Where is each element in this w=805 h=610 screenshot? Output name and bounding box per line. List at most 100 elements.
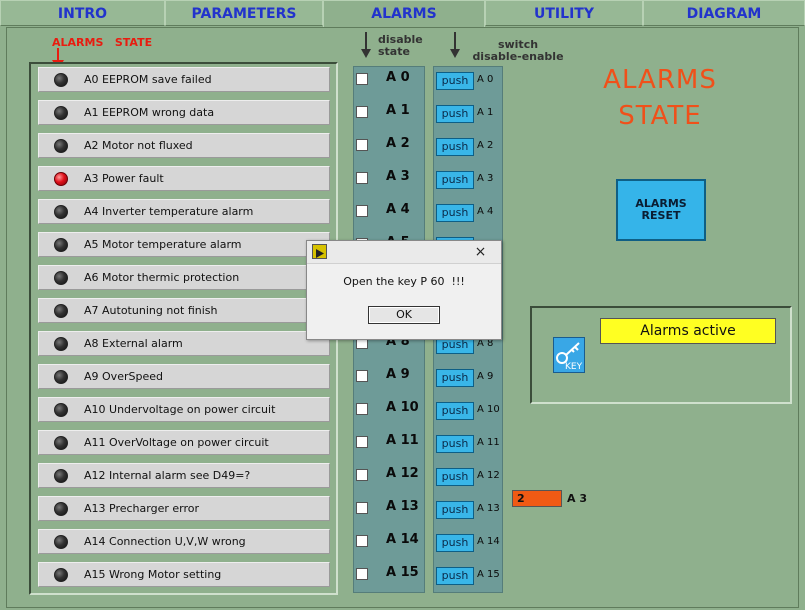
key-icon[interactable] <box>553 337 585 373</box>
disable-checkbox[interactable] <box>356 568 368 580</box>
switch-disable-enable-label: switch disable-enable <box>472 38 564 63</box>
alarm-led-icon <box>54 436 68 450</box>
tab-utility[interactable]: UTILITY <box>485 0 643 26</box>
alarm-label: A2 Motor not fluxed <box>84 139 193 152</box>
alarm-label: A5 Motor temperature alarm <box>84 238 242 251</box>
alarm-row: A11 OverVoltage on power circuit <box>38 430 330 455</box>
alarm-led-icon <box>54 469 68 483</box>
disable-state-label: A 11 <box>386 433 419 448</box>
tab-diagram[interactable]: DIAGRAM <box>643 0 805 26</box>
ok-button[interactable]: OK <box>368 306 440 324</box>
alarm-row: A15 Wrong Motor setting <box>38 562 330 587</box>
switch-label: A 0 <box>477 74 494 85</box>
switch-label: A 2 <box>477 140 494 151</box>
disable-state-row: A 14 <box>356 532 420 554</box>
alarm-label: A13 Precharger error <box>84 502 199 515</box>
dialog-titlebar: × <box>307 241 501 264</box>
disable-state-label: A 13 <box>386 499 419 514</box>
alarms-state-header: ALARMS STATE <box>52 36 153 49</box>
close-icon[interactable]: × <box>474 244 487 260</box>
disable-checkbox[interactable] <box>356 469 368 481</box>
disable-state-row: A 9 <box>356 367 420 389</box>
arrow-down-icon <box>454 32 456 50</box>
push-button[interactable]: push <box>436 204 474 222</box>
disable-state-row: A 12 <box>356 466 420 488</box>
disable-state-label: A 3 <box>386 169 410 184</box>
play-icon <box>316 249 324 258</box>
arrow-head-icon <box>450 49 460 58</box>
disable-state-row: A 13 <box>356 499 420 521</box>
disable-checkbox[interactable] <box>356 403 368 415</box>
alarm-led-icon <box>54 238 68 252</box>
key-icon-label: KEY <box>565 362 583 372</box>
disable-state-label: A 9 <box>386 367 410 382</box>
alarm-label: A9 OverSpeed <box>84 370 163 383</box>
disable-state-row: A 15 <box>356 565 420 587</box>
push-button[interactable]: push <box>436 369 474 387</box>
alarm-row: A8 External alarm <box>38 331 330 356</box>
push-button[interactable]: push <box>436 402 474 420</box>
disable-checkbox[interactable] <box>356 73 368 85</box>
tab-bar: INTRO PARAMETERS ALARMS UTILITY DIAGRAM <box>0 0 805 27</box>
dialog-message: Open the key P 60 !!! <box>343 275 465 288</box>
push-button[interactable]: push <box>436 72 474 90</box>
disable-checkbox[interactable] <box>356 106 368 118</box>
arrow-down-icon <box>365 32 367 50</box>
switch-label: A 12 <box>477 470 500 481</box>
push-button[interactable]: push <box>436 567 474 585</box>
disable-checkbox[interactable] <box>356 139 368 151</box>
alarm-label: A3 Power fault <box>84 172 164 185</box>
tab-alarms[interactable]: ALARMS <box>323 0 485 27</box>
switch-label: A 10 <box>477 404 500 415</box>
message-dialog: × Open the key P 60 !!! <box>306 240 502 340</box>
alarm-led-icon <box>54 535 68 549</box>
title-line-1: ALARMS <box>603 65 717 95</box>
switch-label: A 15 <box>477 569 500 580</box>
alarm-label: A14 Connection U,V,W wrong <box>84 535 246 548</box>
alarm-row: A1 EEPROM wrong data <box>38 100 330 125</box>
push-button[interactable]: push <box>436 501 474 519</box>
alarm-led-icon <box>54 139 68 153</box>
switch-label: A 14 <box>477 536 500 547</box>
alarm-row: A14 Connection U,V,W wrong <box>38 529 330 554</box>
tab-parameters[interactable]: PARAMETERS <box>165 0 323 26</box>
push-button[interactable]: push <box>436 435 474 453</box>
alarm-row: A12 Internal alarm see D49=? <box>38 463 330 488</box>
disable-state-label: A 15 <box>386 565 419 580</box>
reset-label-1: ALARMS <box>635 197 687 210</box>
alarms-reset-button[interactable]: ALARMS RESET <box>616 179 706 241</box>
disable-checkbox[interactable] <box>356 172 368 184</box>
page-title: ALARMS STATE <box>580 62 740 134</box>
alarm-led-icon <box>54 106 68 120</box>
alarm-label: A10 Undervoltage on power circuit <box>84 403 276 416</box>
disable-state-row: A 0 <box>356 70 420 92</box>
alarm-led-icon <box>54 568 68 582</box>
disable-checkbox[interactable] <box>356 436 368 448</box>
push-button[interactable]: push <box>436 138 474 156</box>
disable-checkbox[interactable] <box>356 370 368 382</box>
disable-state-row: A 10 <box>356 400 420 422</box>
alarm-label: A1 EEPROM wrong data <box>84 106 215 119</box>
disable-checkbox[interactable] <box>356 502 368 514</box>
push-button[interactable]: push <box>436 534 474 552</box>
disable-state-row: A 11 <box>356 433 420 455</box>
switch-label: A 1 <box>477 107 494 118</box>
disable-checkbox[interactable] <box>356 535 368 547</box>
disable-checkbox[interactable] <box>356 205 368 217</box>
disable-state-row: A 1 <box>356 103 420 125</box>
switch-label: A 4 <box>477 206 494 217</box>
push-button[interactable]: push <box>436 171 474 189</box>
tab-intro[interactable]: INTRO <box>0 0 165 26</box>
alarm-row: A4 Inverter temperature alarm <box>38 199 330 224</box>
push-button[interactable]: push <box>436 468 474 486</box>
push-button[interactable]: push <box>436 105 474 123</box>
alarm-count-box: 2 <box>512 490 562 507</box>
